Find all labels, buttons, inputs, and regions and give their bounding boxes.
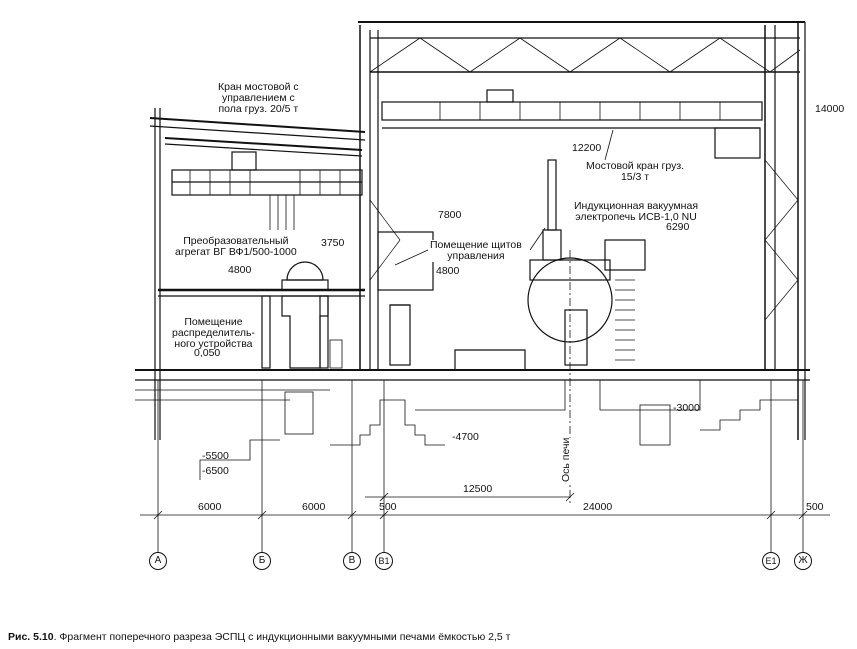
label-line: ного устройства (174, 338, 253, 350)
elevation-mark: 3750 (321, 237, 345, 249)
label-line: агрегат ВГ ВФ1/500-1000 (175, 246, 297, 258)
label-line: Преобразовательный (183, 235, 289, 247)
dimension-value: 12500 (463, 483, 493, 495)
elevation-mark: -3000 (673, 402, 700, 414)
label-line: Помещение щитов (430, 239, 522, 251)
figure-caption: Рис. 5.10. Фрагмент поперечного разреза … (8, 631, 510, 643)
foundations (135, 369, 810, 480)
label-line: управления (447, 250, 505, 262)
dimension-value: 24000 (583, 501, 613, 513)
dimension-value: 500 (379, 501, 397, 513)
elevation-mark: 7800 (438, 209, 462, 221)
dimension-value: 500 (806, 501, 824, 513)
dimension-value: 6000 (302, 501, 326, 513)
main-crane-label: Мостовой кран груз. 15/3 т (586, 160, 685, 183)
label-line: управлением с (221, 92, 295, 104)
furnace-label: Индукционная вакуумная электропечь ИСВ-1… (574, 200, 699, 223)
elevation-mark: -5500 (202, 450, 229, 462)
elevation-mark: 0,050 (194, 347, 221, 359)
label-line: Мостовой кран груз. (586, 160, 685, 172)
label-line: Индукционная вакуумная (574, 200, 699, 212)
main-bay (358, 21, 806, 440)
elevation-mark: 6290 (666, 221, 690, 233)
axis-marker: В (343, 552, 361, 570)
axis-marker: А (149, 552, 167, 570)
dimension-lines (140, 250, 830, 552)
switchgear-room-label: Помещение распределитель- ного устройств… (172, 317, 255, 350)
axis-marker: Б (253, 552, 271, 570)
label-line: электропечь ИСВ-1,0 NU (575, 211, 697, 223)
elevation-mark: -4700 (452, 431, 479, 443)
left-bay (149, 108, 366, 440)
control-room-label: Помещение щитов управления (430, 240, 522, 262)
caption-number: Рис. 5.10 (8, 631, 54, 643)
label-line: распределитель- (172, 327, 255, 339)
elevation-mark: 12200 (572, 142, 602, 154)
elevation-mark: -6500 (202, 465, 229, 477)
elevation-mark: 14000 (815, 103, 845, 115)
crane-small-label: Кран мостовой с управлением с пола груз.… (218, 82, 299, 115)
converter-label: Преобразовательный агрегат ВГ ВФ1/500-10… (175, 236, 297, 258)
axis-marker: Ж (794, 552, 812, 570)
label-line: пола груз. 20/5 т (218, 103, 299, 115)
dimension-value: 6000 (198, 501, 222, 513)
axis-marker: В1 (375, 552, 393, 570)
furnace-axis-label: Ось печи (560, 437, 572, 482)
axis-marker: Е1 (762, 552, 780, 570)
elevation-mark: 4800 (228, 264, 252, 276)
label-line: 15/3 т (620, 171, 650, 183)
elevation-mark: 4800 (436, 265, 460, 277)
label-line: Помещение (184, 316, 243, 328)
label-line: Кран мостовой с (218, 81, 299, 93)
caption-text: . Фрагмент поперечного разреза ЭСПЦ с ин… (53, 631, 511, 643)
